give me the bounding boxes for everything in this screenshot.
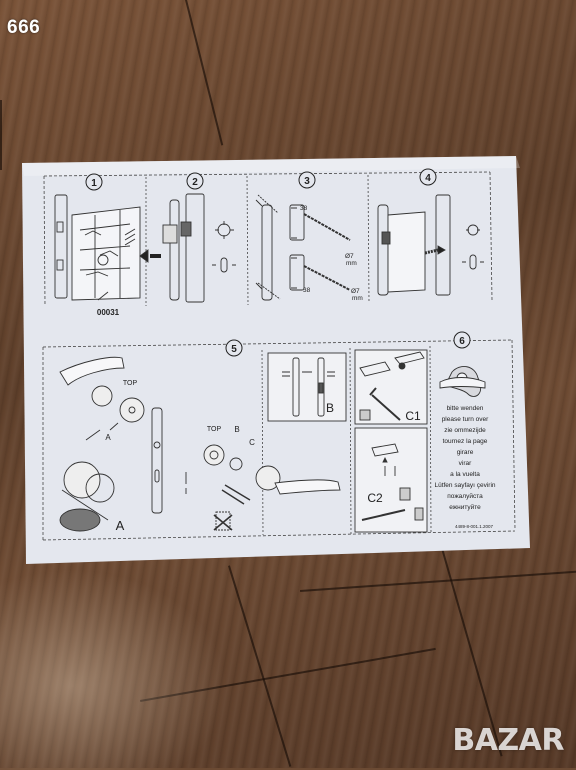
bottom-panel-frame	[42, 339, 516, 541]
dimension-38-top: 38	[300, 205, 308, 212]
label-c-small: C	[249, 438, 255, 447]
document-code: 4489-8-001.1.2007	[455, 524, 494, 529]
label-c2: C2	[367, 491, 383, 505]
step-4-illustration	[377, 194, 484, 296]
box-b	[267, 352, 347, 422]
light-glare	[0, 560, 240, 770]
turn-over-text: please turn over	[441, 416, 489, 423]
step-5-illustration	[59, 356, 341, 532]
step-4-number: 4	[425, 173, 431, 184]
label-b-box: B	[326, 401, 334, 415]
floor-seam	[0, 100, 2, 170]
turn-over-text: ежнитуйте	[449, 504, 481, 511]
corner-label: 666	[7, 17, 41, 38]
step-1-number: 1	[91, 178, 97, 189]
turn-over-text: tournez la page	[442, 438, 488, 445]
turn-over-text: zie ommezijde	[444, 427, 486, 434]
step-6-number: 6	[459, 336, 465, 347]
dimension-d7-bottom: Ø7	[351, 288, 360, 295]
dimension-d7-top: Ø7	[345, 253, 354, 260]
dimension-38-bottom: 38	[303, 287, 311, 294]
label-b-small: B	[234, 425, 239, 434]
dimension-mm-top: mm	[346, 260, 357, 267]
step-6-illustration	[439, 366, 486, 397]
turn-over-text: girare	[456, 449, 474, 456]
part-code: 00031	[97, 308, 120, 317]
label-c1: C1	[405, 409, 421, 423]
turn-over-text: пожалуйста	[447, 493, 483, 500]
turn-over-text: a la vuelta	[450, 471, 480, 478]
box-c2	[354, 427, 428, 533]
label-a-small: A	[105, 433, 111, 442]
step-3-illustration	[255, 194, 351, 301]
step-3-number: 3	[304, 176, 310, 187]
turn-over-text: Lütfen sayfayı çevirin	[434, 482, 496, 489]
step-circles	[85, 168, 471, 357]
box-c1	[354, 349, 428, 425]
label-top-1: TOP	[123, 380, 138, 387]
turn-over-text: bitte wenden	[446, 405, 484, 412]
step-1-illustration	[54, 194, 141, 301]
step-2-illustration	[139, 193, 236, 303]
step-5-number: 5	[231, 344, 237, 355]
label-a-big: A	[116, 518, 125, 533]
watermark-logo: BAZAR	[452, 723, 564, 758]
turn-over-text: virar	[458, 460, 472, 467]
dimension-mm-bottom: mm	[352, 295, 363, 302]
top-panel-frame	[43, 171, 493, 307]
step-2-number: 2	[192, 177, 198, 188]
label-top-2: TOP	[207, 426, 222, 433]
